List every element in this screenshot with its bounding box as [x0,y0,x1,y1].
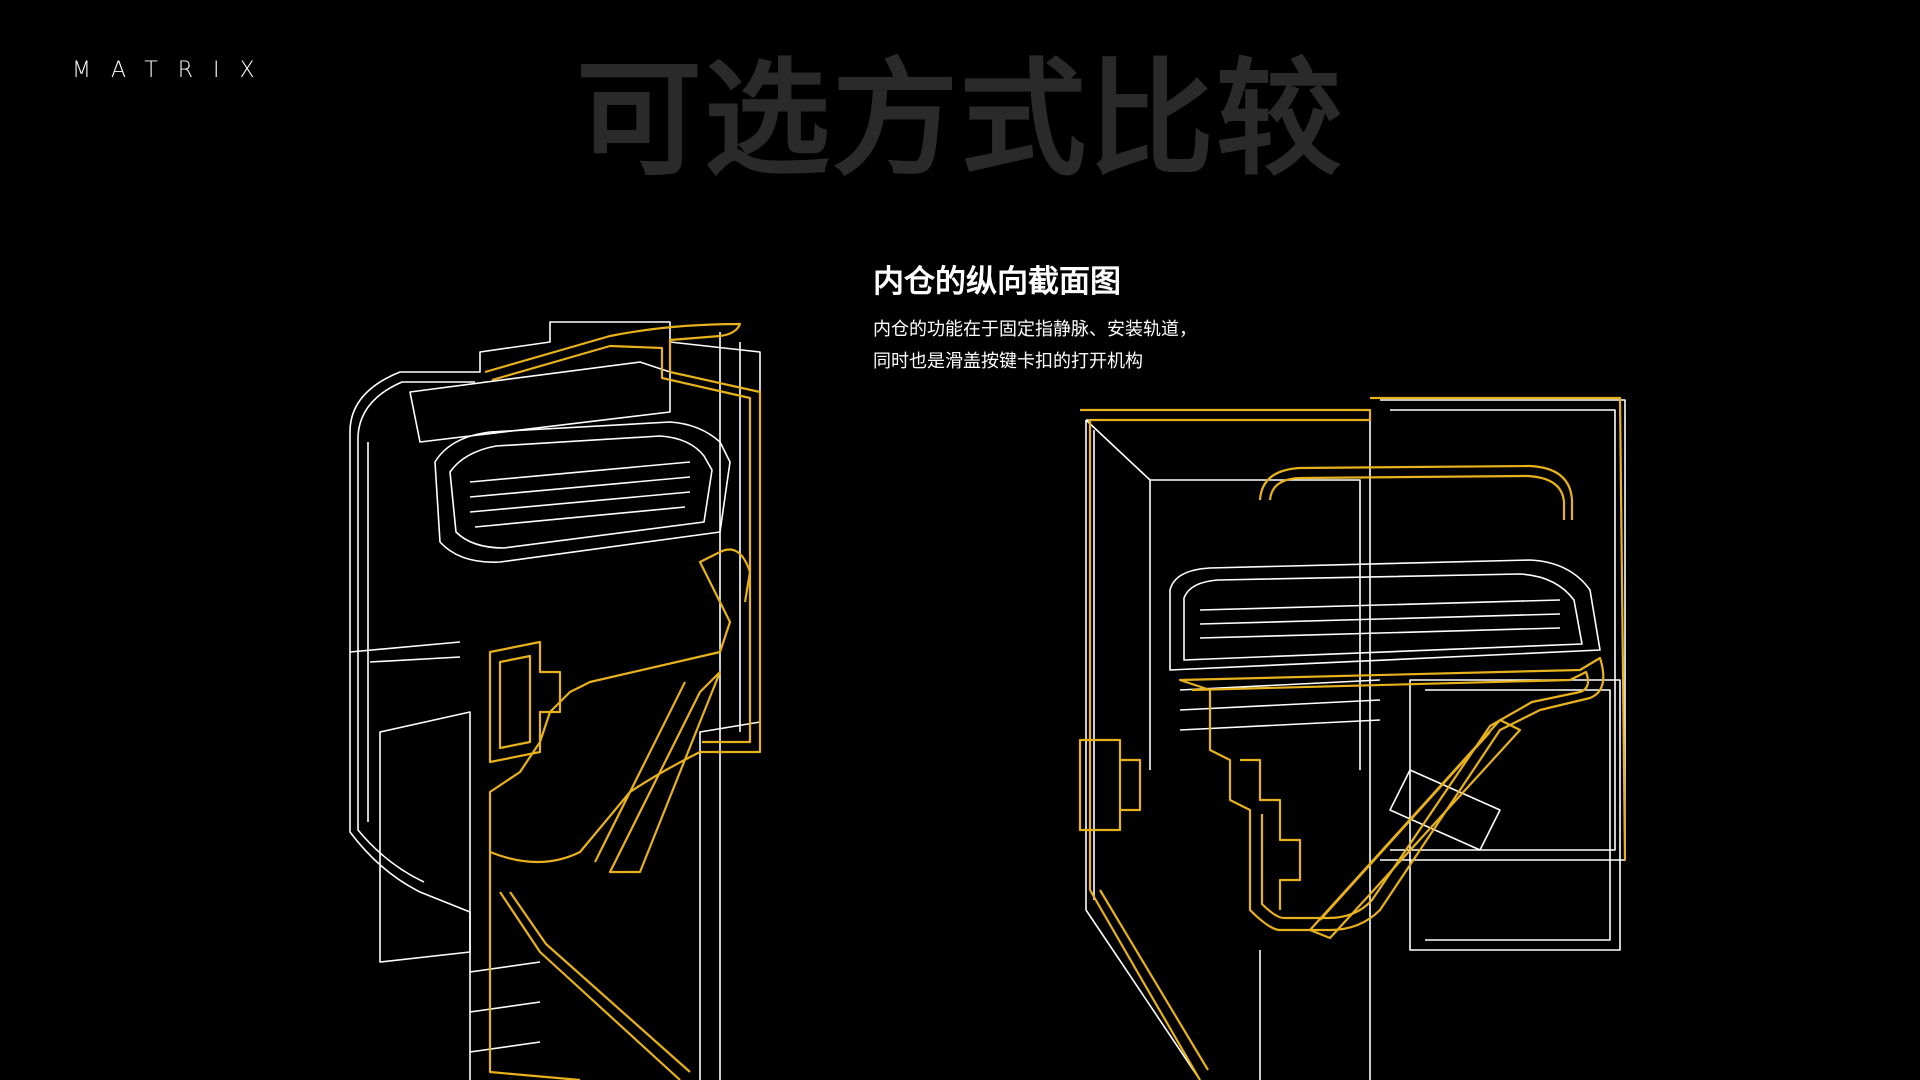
left-gear-block-2 [498,654,532,750]
left-cam-box [434,421,731,563]
left-mid-line-2 [369,656,461,663]
right-back-box-2 [1390,409,1616,851]
right-diagonal-arm [1308,718,1522,940]
description-line-1: 内仓的功能在于固定指静脉、安装轨道， [873,319,1197,340]
right-outer-frame-3 [1085,419,1151,770]
right-lower-panel-2 [1425,689,1611,941]
left-diagonal-arm-2 [594,681,686,863]
right-diagonal-arm-2 [1319,731,1491,921]
section-description: 内仓的功能在于固定指静脉、安装轨道， 同时也是滑盖按键卡扣的打开机构 [873,314,1197,378]
right-top-curve-2 [1268,474,1566,520]
right-cam-box [1169,559,1601,671]
right-tray [1178,656,1605,932]
right-outer-frame [1085,419,1371,1080]
right-gear-stair [1240,758,1302,910]
right-tray-inner [1191,670,1590,920]
brand-logo: MATRIX [72,58,275,83]
right-wireframe [1085,399,1626,1080]
left-lower-lines [469,961,541,1053]
left-diagonal-arm [608,670,722,874]
right-cross-section-diagram [1078,396,1627,1080]
left-cabinet-edge-2 [499,891,681,1080]
right-cam-detail [1199,599,1561,639]
left-lid-top [484,322,762,864]
right-rails [1179,679,1381,731]
right-bottom-edge [1089,889,1209,1080]
description-line-2: 同时也是滑盖按键卡扣的打开机构 [873,351,1143,372]
left-gear-block [488,640,562,764]
left-front-edge [349,432,471,1080]
right-section-outline [1078,396,1627,1080]
left-wireframe [349,321,761,1080]
left-top-panel [409,361,671,443]
section-subtitle: 内仓的纵向截面图 [873,264,1121,300]
right-side-block-2 [1120,758,1142,812]
right-inner-box [1150,479,1361,770]
left-front-edge-2 [357,436,425,883]
right-cam-box-inner [1183,573,1583,661]
left-section-outline [484,322,762,1080]
right-back-box [1380,399,1626,861]
left-cross-section-diagram [349,321,762,1080]
left-lid-inner [491,344,752,744]
right-top-bar [1370,396,1627,861]
left-cam-box-inner [449,435,713,549]
left-outer-shell [349,321,761,1080]
left-lower-panel [379,711,471,963]
left-outer-shell-inner [357,381,475,437]
right-tilted-box [1389,769,1501,851]
left-mid-line [349,641,461,653]
page-title: 可选方式比较 [576,46,1344,193]
left-cabinet-edge [488,852,581,1080]
right-top-curve [1258,464,1574,520]
right-front-frame [1080,408,1372,890]
left-cabinet-edge-3 [509,891,691,1073]
left-cam-detail [469,461,691,528]
right-side-block [1078,738,1122,832]
